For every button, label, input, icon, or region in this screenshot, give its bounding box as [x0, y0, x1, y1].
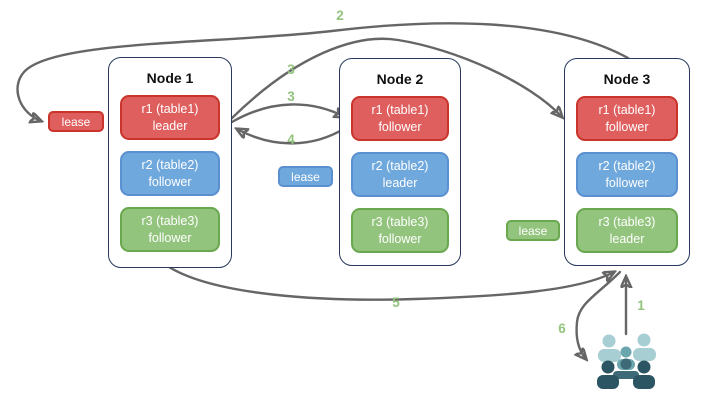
- replica-role: follower: [605, 119, 649, 134]
- step-number-4: 4: [287, 132, 295, 147]
- replica-name: r2 (table2): [141, 158, 199, 173]
- replica-name: r3 (table3): [141, 214, 199, 229]
- replica-name: r3 (table3): [371, 215, 429, 230]
- arrow-step3-node1-to-node2: [230, 103, 345, 124]
- replica-name: r3 (table3): [598, 215, 656, 230]
- replica-name: r2 (table2): [371, 159, 429, 174]
- replica-role: leader: [609, 231, 645, 246]
- step-number-3a: 3: [287, 62, 295, 77]
- person-front-right: [633, 360, 655, 389]
- node-1-replica-r3: r3 (table3) follower: [120, 207, 220, 252]
- node-3-replica-r2: r2 (table2) follower: [576, 152, 678, 197]
- replica-role: follower: [148, 174, 192, 189]
- person-back-right: [633, 333, 656, 361]
- replica-name: r1 (table1): [598, 103, 656, 118]
- node-1-replica-r1: r1 (table1) leader: [120, 95, 220, 140]
- person-front-left: [597, 360, 619, 389]
- users-icon: [597, 333, 656, 389]
- replica-role: follower: [148, 230, 192, 245]
- node-2-box: Node 2 r1 (table1) follower r2 (table2) …: [339, 58, 461, 266]
- replica-name: r1 (table1): [141, 102, 199, 117]
- lease-badge-table2: lease: [278, 166, 333, 187]
- node-2-title: Node 2: [376, 71, 424, 87]
- step-number-3b: 3: [287, 89, 295, 104]
- node-1-title: Node 1: [146, 70, 194, 86]
- step-number-6: 6: [558, 321, 566, 336]
- step-number-5: 5: [392, 295, 400, 310]
- replica-role: leader: [152, 118, 188, 133]
- node-2-replica-r2: r2 (table2) leader: [351, 152, 449, 197]
- replica-role: follower: [378, 119, 422, 134]
- arrow-step4-node2-to-node1: [237, 125, 349, 145]
- node-1-replica-r2: r2 (table2) follower: [120, 151, 220, 196]
- step-number-2: 2: [336, 8, 344, 23]
- replica-role: follower: [378, 231, 422, 246]
- arrow-step2-node3-to-lease1: [16, 22, 630, 121]
- node-3-title: Node 3: [603, 71, 651, 87]
- lease-badge-table3: lease: [506, 220, 560, 241]
- person-back-left: [598, 334, 621, 362]
- arrow-step3-node1-to-node3: [229, 37, 562, 121]
- arrow-step5-node1-to-node3: [167, 265, 614, 301]
- replica-role: follower: [605, 175, 649, 190]
- node-2-replica-r1: r1 (table1) follower: [351, 96, 449, 141]
- replica-role: leader: [382, 175, 418, 190]
- node-2-replica-r3: r3 (table3) follower: [351, 208, 449, 253]
- node-1-box: Node 1 r1 (table1) leader r2 (table2) fo…: [108, 57, 232, 268]
- replica-name: r1 (table1): [371, 103, 429, 118]
- node-3-box: Node 3 r1 (table1) follower r2 (table2) …: [564, 58, 690, 266]
- lease-badge-table1: lease: [48, 111, 104, 132]
- replica-name: r2 (table2): [598, 159, 656, 174]
- person-front-center: [613, 358, 639, 379]
- node-3-replica-r1: r1 (table1) follower: [576, 96, 678, 141]
- arrow-step6-node3-to-users: [577, 270, 622, 359]
- step-number-1: 1: [637, 298, 645, 313]
- node-3-replica-r3: r3 (table3) leader: [576, 208, 678, 253]
